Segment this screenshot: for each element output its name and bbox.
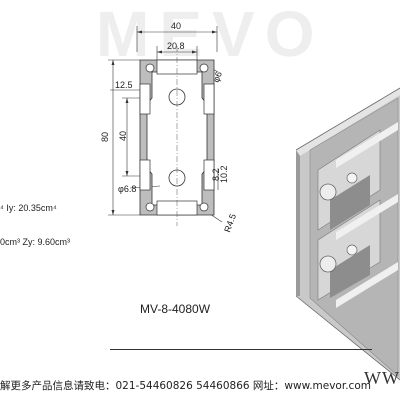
footer-corner-text: WW <box>364 368 400 388</box>
dim-slot-depth-b: 10.2 <box>219 165 229 183</box>
dim-height-total: 80 <box>100 132 110 142</box>
contact-footer: 解更多产品信息请致电：021-54460826 54460866 网址：www.… <box>0 380 371 392</box>
dimension-arrows <box>111 30 217 215</box>
dim-slot-depth-a: 8.2 <box>211 168 221 181</box>
model-number: MV-8-4080W <box>140 302 211 316</box>
property-zy: 0cm³ Zy: 9.60cm³ <box>0 237 71 247</box>
dim-hole-bottom: φ6.8 <box>118 184 136 194</box>
extrusion-3d-render <box>295 87 400 381</box>
dim-slot-width: 20.8 <box>167 41 185 51</box>
dim-corner-radius: R4.5 <box>222 212 238 233</box>
dim-hole-top: φ6 <box>211 70 224 84</box>
profile-cross-section <box>139 46 215 226</box>
dim-side-offset: 12.5 <box>115 80 133 90</box>
dim-top-width: 40 <box>171 21 181 31</box>
divider-line <box>110 349 372 350</box>
property-iy: ⁴ Iy: 20.35cm⁴ <box>0 203 57 213</box>
dim-inner-height: 40 <box>118 131 128 141</box>
brand-watermark: MEVO <box>96 0 325 70</box>
